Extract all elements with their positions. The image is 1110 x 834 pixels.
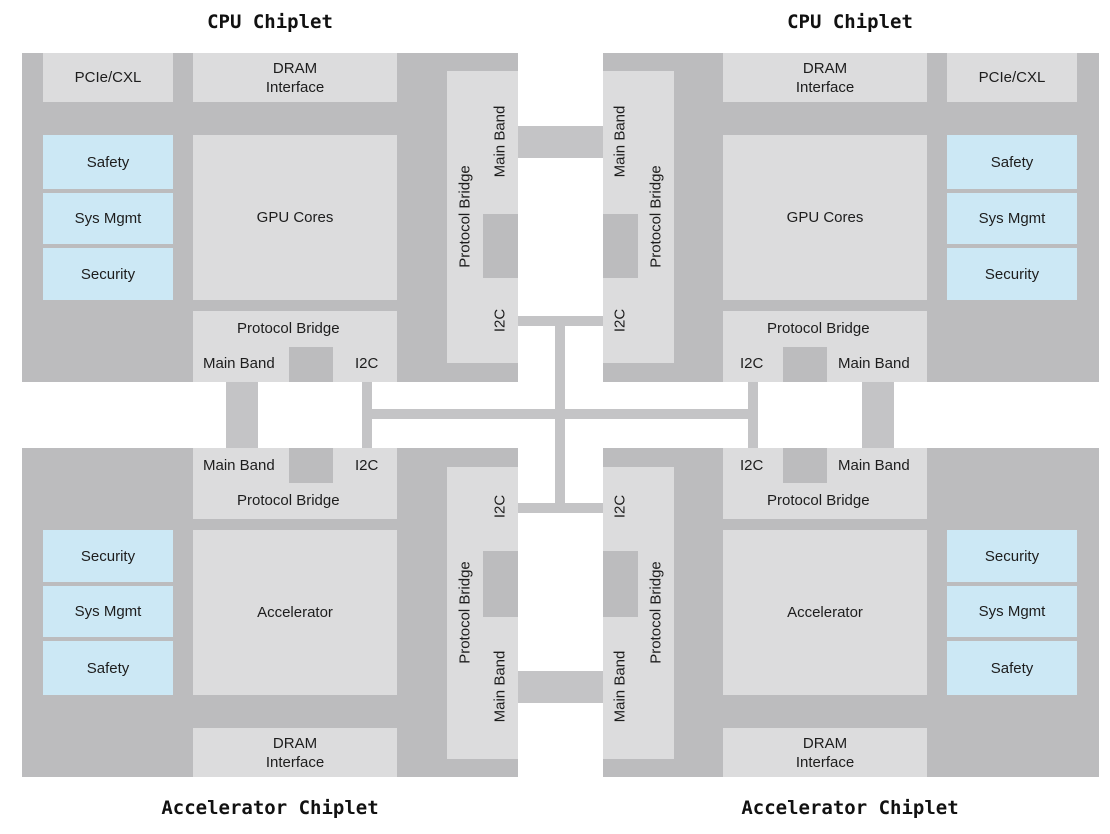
security-label: Security [80, 547, 136, 565]
i2c-label: I2C [355, 355, 379, 372]
dram-label: DRAM Interface [795, 59, 855, 96]
security-label: Security [984, 547, 1040, 565]
accelerator-block: Accelerator [193, 530, 397, 695]
i2c-drop-left [362, 380, 372, 450]
i2c-bus-horizontal [362, 409, 758, 419]
security-block: Security [43, 248, 173, 300]
i2c-label: I2C [491, 494, 509, 519]
protocol-bridge-label: Protocol Bridge [647, 165, 665, 268]
main-band-label: Main Band [203, 457, 275, 474]
accelerator-chiplet-title-left: Accelerator Chiplet [161, 797, 379, 819]
security-block: Security [43, 530, 173, 582]
pcie-label: PCIe/CXL [978, 69, 1046, 86]
bridge-core [603, 551, 638, 617]
main-band-label: Main Band [491, 105, 509, 178]
sys-mgmt-label: Sys Mgmt [74, 210, 142, 227]
bridge-core [289, 448, 333, 483]
safety-block: Safety [43, 641, 173, 695]
i2c-label: I2C [611, 308, 629, 333]
sys-mgmt-block: Sys Mgmt [43, 193, 173, 244]
main-band-label: Main Band [491, 650, 509, 723]
i2c-label: I2C [611, 494, 629, 519]
main-band-label: Main Band [611, 650, 629, 723]
safety-label: Safety [990, 153, 1034, 171]
protocol-bridge-label: Protocol Bridge [647, 561, 665, 664]
sys-mgmt-label: Sys Mgmt [74, 603, 142, 620]
i2c-label: I2C [355, 457, 379, 474]
cpu-chiplet-title-right: CPU Chiplet [787, 11, 913, 33]
main-band-link-bottom [517, 671, 604, 703]
dram-interface-block: DRAM Interface [723, 728, 927, 777]
pcie-cxl-block: PCIe/CXL [947, 53, 1077, 102]
security-label: Security [80, 265, 136, 283]
protocol-bridge-label: Protocol Bridge [456, 165, 474, 268]
main-band-label: Main Band [611, 105, 629, 178]
main-band-link-top [517, 126, 604, 158]
security-label: Security [984, 265, 1040, 283]
protocol-bridge-label: Protocol Bridge [767, 492, 870, 509]
cpu-chiplet-title-left: CPU Chiplet [207, 11, 333, 33]
safety-label: Safety [990, 659, 1034, 677]
bridge-core [783, 347, 827, 382]
i2c-label: I2C [491, 308, 509, 333]
safety-label: Safety [86, 153, 130, 171]
sys-mgmt-label: Sys Mgmt [978, 210, 1046, 227]
safety-label: Safety [86, 659, 130, 677]
bridge-core [483, 551, 518, 617]
main-band-label: Main Band [838, 457, 910, 474]
protocol-bridge-label: Protocol Bridge [237, 320, 340, 337]
i2c-label: I2C [740, 355, 764, 372]
i2c-label: I2C [740, 457, 764, 474]
main-band-label: Main Band [203, 355, 275, 372]
accelerator-label: Accelerator [257, 604, 333, 621]
pcie-cxl-block: PCIe/CXL [43, 53, 173, 102]
sys-mgmt-block: Sys Mgmt [947, 586, 1077, 637]
protocol-bridge-label: Protocol Bridge [456, 561, 474, 664]
bridge-core [289, 347, 333, 382]
bridge-core [483, 214, 518, 278]
main-band-link-right [862, 380, 894, 450]
accelerator-chiplet-title-right: Accelerator Chiplet [741, 797, 959, 819]
dram-interface-block: DRAM Interface [193, 53, 397, 102]
main-band-link-left [226, 380, 258, 450]
gpu-cores-label: GPU Cores [786, 209, 864, 226]
bridge-core [783, 448, 827, 483]
sys-mgmt-block: Sys Mgmt [43, 586, 173, 637]
gpu-cores-block: GPU Cores [193, 135, 397, 300]
protocol-bridge-label: Protocol Bridge [767, 320, 870, 337]
main-band-label: Main Band [838, 355, 910, 372]
sys-mgmt-block: Sys Mgmt [947, 193, 1077, 244]
accelerator-block: Accelerator [723, 530, 927, 695]
dram-interface-block: DRAM Interface [193, 728, 397, 777]
bridge-core [603, 214, 638, 278]
accelerator-label: Accelerator [787, 604, 863, 621]
safety-block: Safety [947, 641, 1077, 695]
security-block: Security [947, 248, 1077, 300]
sys-mgmt-label: Sys Mgmt [978, 603, 1046, 620]
security-block: Security [947, 530, 1077, 582]
safety-block: Safety [43, 135, 173, 189]
protocol-bridge-label: Protocol Bridge [237, 492, 340, 509]
dram-label: DRAM Interface [265, 734, 325, 771]
gpu-cores-block: GPU Cores [723, 135, 927, 300]
i2c-drop-right [748, 380, 758, 450]
dram-label: DRAM Interface [795, 734, 855, 771]
dram-label: DRAM Interface [265, 59, 325, 96]
safety-block: Safety [947, 135, 1077, 189]
dram-interface-block: DRAM Interface [723, 53, 927, 102]
gpu-cores-label: GPU Cores [256, 209, 334, 226]
pcie-label: PCIe/CXL [74, 69, 142, 86]
